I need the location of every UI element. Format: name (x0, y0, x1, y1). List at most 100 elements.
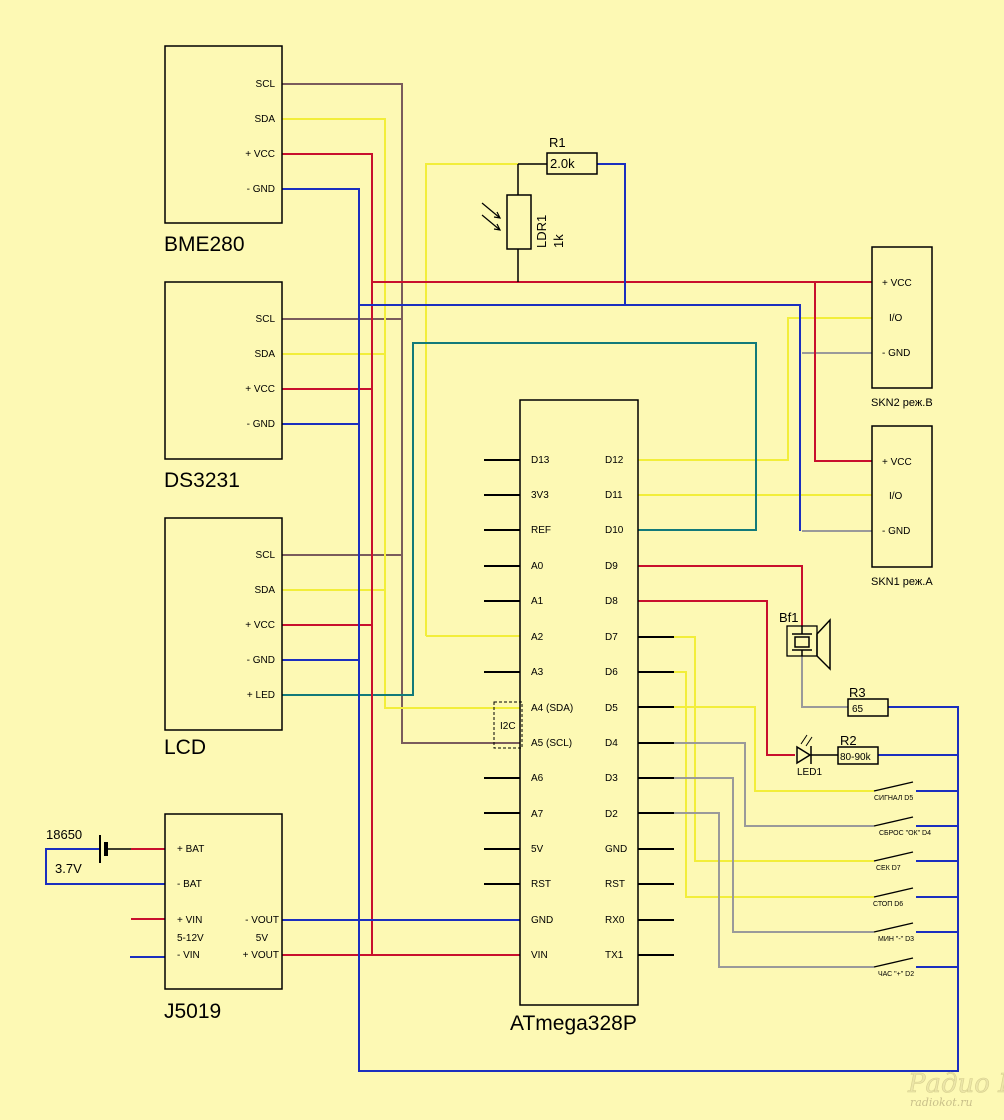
skn1-pin-vcc: + VCC (882, 457, 912, 468)
ds3231-title: DS3231 (164, 469, 240, 492)
lcd-title: LCD (164, 736, 206, 759)
r3-value: 65 (852, 704, 864, 715)
mcu-pin-d11: D11 (605, 490, 623, 501)
lcd-pin-sda: SDA (254, 585, 275, 596)
button-stop-label: СТОП D6 (873, 901, 903, 908)
skn2-title: SKN2 реж.В (871, 397, 933, 409)
diode-icon (796, 745, 812, 765)
mcu-pin-d13: D13 (531, 455, 550, 466)
button-reset-label: СБРОС "ОК" D4 (879, 830, 931, 837)
bme280-pin-gnd: - GND (247, 184, 275, 195)
mcu-pin-d3: D3 (605, 773, 618, 784)
mcu-pin-d9: D9 (605, 561, 618, 572)
ds3231-pin-sda: SDA (254, 349, 275, 360)
module-ds3231: SCL SDA + VCC - GND DS3231 (164, 281, 283, 492)
bf1-ref: Bf1 (779, 610, 799, 625)
mcu-pin-d7: D7 (605, 632, 618, 643)
skn1-title: SKN1 реж.А (871, 576, 933, 588)
ds3231-pin-scl: SCL (256, 314, 276, 325)
wire-scl (282, 83, 520, 744)
battery-voltage: 3.7V (55, 861, 82, 876)
button-sec-label: СЕК D7 (876, 865, 901, 872)
module-skn1: + VCC I/O - GND SKN1 реж.А (871, 425, 933, 588)
watermark-site: radiokot.ru (910, 1096, 973, 1109)
mcu-left-pin-stubs (484, 459, 520, 885)
button-labels: СИГНАЛ D5 СБРОС "ОК" D4 СЕК D7 СТОП D6 М… (873, 795, 931, 978)
mcu-pin-a0: A0 (531, 561, 544, 572)
mcu-pin-a1: A1 (531, 596, 544, 607)
wire-ldr (517, 163, 547, 282)
mcu-pin-ref: REF (531, 525, 551, 536)
j5019-pin-vin-minus: - VIN (177, 950, 200, 961)
photoresistor-ldr1: LDR1 1k (481, 194, 566, 250)
j5019-pin-vin-plus: + VIN (177, 915, 202, 926)
r3-ref: R3 (849, 685, 866, 700)
module-bme280: SCL SDA + VCC - GND BME280 (164, 45, 283, 256)
skn2-pin-vcc: + VCC (882, 278, 912, 289)
resistor-r3: R3 65 (847, 685, 889, 717)
button-hour-label: ЧАС "+" D2 (878, 971, 914, 978)
j5019-pin-bat-minus: - BAT (177, 879, 202, 890)
resistor-r1: R1 2.0k (546, 135, 598, 175)
ldr1-ref: LDR1 (534, 215, 549, 248)
r2-ref: R2 (840, 733, 857, 748)
light-emission-icon (800, 734, 813, 747)
bme280-pin-scl: SCL (256, 79, 276, 90)
module-j5019: + BAT - BAT + VIN 5-12V - VIN - VOUT 5V … (164, 813, 283, 1023)
r2-value: 80-90k (840, 752, 872, 763)
j5019-pin-vout-minus: - VOUT (245, 915, 279, 926)
mcu-pin-a2: A2 (531, 632, 544, 643)
mcu-pin-d10: D10 (605, 525, 624, 536)
ldr1-value: 1k (551, 234, 566, 248)
module-skn2: + VCC I/O - GND SKN2 реж.В (871, 246, 933, 409)
mcu-pin-a3: A3 (531, 667, 544, 678)
mcu-pin-d8: D8 (605, 596, 618, 607)
buzzer-bf1: Bf1 (779, 610, 831, 671)
lcd-pin-scl: SCL (256, 550, 276, 561)
watermark: Радио КОТ radiokot.ru (907, 1069, 1004, 1109)
speaker-icon (816, 618, 831, 671)
r1-value: 2.0k (550, 156, 575, 171)
ds3231-pin-vcc: + VCC (245, 384, 275, 395)
mcu-pin-a7: A7 (531, 809, 544, 820)
button-signal-label: СИГНАЛ D5 (874, 795, 913, 802)
lcd-pin-led: + LED (247, 690, 275, 701)
j5019-pin-vout-plus: + VOUT (243, 950, 279, 961)
battery-type: 18650 (46, 827, 82, 842)
mcu-pin-a6: A6 (531, 773, 544, 784)
wire-gray (638, 352, 874, 968)
mcu-pin-3v3: 3V3 (531, 490, 549, 501)
wire-led (282, 342, 757, 696)
wire-gnd (45, 163, 959, 1072)
mcu-right-pin-stubs (638, 636, 674, 956)
light-arrows-icon (481, 202, 502, 231)
battery-18650: 18650 3.7V (46, 827, 131, 876)
i2c-dashed-box (493, 701, 523, 749)
ds3231-pin-gnd: - GND (247, 419, 275, 430)
mcu-pin-a4: A4 (SDA) (531, 703, 573, 714)
j5019-pin-bat-plus: + BAT (177, 844, 204, 855)
mcu-pin-5v: 5V (531, 844, 544, 855)
wire-sda (282, 118, 874, 898)
skn1-pin-gnd: - GND (882, 526, 910, 537)
j5019-vout-value: 5V (256, 933, 269, 944)
mcu-pin-d12: D12 (605, 455, 624, 466)
mcu-pin-d5: D5 (605, 703, 618, 714)
mcu-pin-d2: D2 (605, 809, 618, 820)
mcu-pin-d4: D4 (605, 738, 618, 749)
mcu-pin-a5: A5 (SCL) (531, 738, 572, 749)
mcu-pin-gnd-left: GND (531, 915, 553, 926)
j5019-title: J5019 (164, 1000, 221, 1023)
mcu-pin-vin: VIN (531, 950, 548, 961)
mcu-pin-tx1: TX1 (605, 950, 624, 961)
skn1-pin-io: I/O (889, 491, 903, 502)
bme280-pin-vcc: + VCC (245, 149, 275, 160)
button-switches (873, 781, 914, 968)
led-led1: LED1 (796, 734, 838, 778)
lcd-pin-gnd: - GND (247, 655, 275, 666)
button-min-label: МИН "-" D3 (878, 936, 914, 943)
led1-ref: LED1 (797, 767, 822, 778)
mcu-title: ATmega328P (510, 1012, 637, 1035)
mcu-pin-gnd-right: GND (605, 844, 627, 855)
